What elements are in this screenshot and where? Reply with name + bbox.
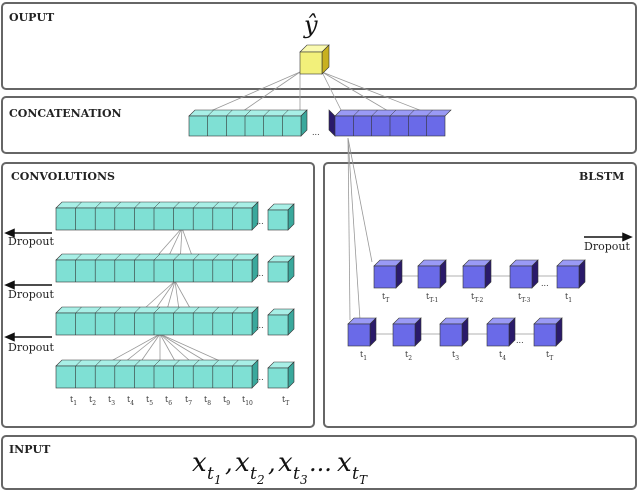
input-separator-2: , xyxy=(268,449,276,477)
input-label: INPUT xyxy=(9,443,51,456)
blstm-ellipsis-backward: ... xyxy=(541,279,549,288)
svg-text:x: x xyxy=(337,448,352,478)
blstm-label: BLSTM xyxy=(579,170,624,183)
svg-text:T: T xyxy=(359,473,368,487)
svg-text:t: t xyxy=(250,464,257,484)
conv-last-cube-3 xyxy=(267,308,295,336)
blstm-forward-label-3: t3 xyxy=(452,350,459,362)
blstm-backward-cell-3 xyxy=(462,259,492,289)
concatenation-panel xyxy=(1,96,637,154)
svg-text:x: x xyxy=(235,448,250,478)
concat-cnn-bar xyxy=(188,109,308,137)
blstm-backward-cell-5 xyxy=(556,259,586,289)
convolutions-panel xyxy=(1,162,315,428)
output-cube xyxy=(299,44,330,75)
conv-time-label-6: t6 xyxy=(165,395,172,407)
dropout-arrowhead-blstm xyxy=(622,232,633,242)
input-panel xyxy=(1,435,637,490)
blstm-backward-cell-1 xyxy=(373,259,403,289)
blstm-forward-label-5: tT xyxy=(546,350,553,362)
blstm-forward-cell-5 xyxy=(533,317,563,347)
conv-time-label-4: t4 xyxy=(127,395,134,407)
conv-ellipsis-3: ... xyxy=(256,321,264,330)
conv-bar-2 xyxy=(55,253,259,283)
conv-ellipsis-1: ... xyxy=(256,217,264,226)
conv-last-cube-1 xyxy=(267,203,295,231)
blstm-forward-label-4: t4 xyxy=(499,350,506,362)
blstm-backward-label-4: tT-3 xyxy=(518,292,530,304)
svg-text:x: x xyxy=(192,448,207,478)
concat-blstm-bar xyxy=(328,109,452,137)
dropout-label-1: Dropout xyxy=(8,235,54,248)
dropout-arrowhead-1 xyxy=(4,228,15,238)
dropout-label-blstm: Dropout xyxy=(584,240,630,253)
blstm-forward-label-2: t2 xyxy=(405,350,412,362)
svg-text:1: 1 xyxy=(214,473,222,487)
dropout-label-2: Dropout xyxy=(8,288,54,301)
blstm-backward-cell-4 xyxy=(509,259,539,289)
blstm-forward-cell-2 xyxy=(392,317,422,347)
conv-last-cube-2 xyxy=(267,255,295,283)
blstm-forward-cell-1 xyxy=(347,317,377,347)
svg-text:t: t xyxy=(352,464,359,484)
blstm-backward-cell-2 xyxy=(417,259,447,289)
conv-time-label-9: t9 xyxy=(223,395,230,407)
dropout-arrows xyxy=(4,228,633,342)
conv-time-label-8: t8 xyxy=(204,395,211,407)
blstm-ellipsis-forward: ... xyxy=(516,336,524,345)
conv-time-label-3: t3 xyxy=(108,395,115,407)
dropout-label-3: Dropout xyxy=(8,341,54,354)
dropout-arrowhead-3 xyxy=(4,332,15,342)
conv-time-label-last: tT xyxy=(282,395,289,407)
concat-ellipsis: ... xyxy=(312,128,320,137)
svg-text:2: 2 xyxy=(256,473,265,487)
blstm-backward-label-5: t1 xyxy=(565,292,572,304)
dropout-arrowhead-2 xyxy=(4,280,15,290)
blstm-backward-label-2: tT-1 xyxy=(426,292,438,304)
conv-bar-1 xyxy=(55,201,259,231)
svg-text:t: t xyxy=(293,464,300,484)
output-label: OUPUT xyxy=(9,11,55,24)
conv-bar-3 xyxy=(55,306,259,336)
blstm-panel xyxy=(323,162,637,428)
blstm-backward-label-3: tT-2 xyxy=(471,292,483,304)
blocks-layer xyxy=(55,44,586,389)
svg-text:t: t xyxy=(207,464,214,484)
blstm-backward-label-1: tT xyxy=(382,292,389,304)
svg-text:3: 3 xyxy=(300,473,308,487)
concatenation-label: CONCATENATION xyxy=(9,107,122,120)
conv-bar-4 xyxy=(55,359,259,389)
blstm-forward-cell-4 xyxy=(486,317,516,347)
conv-time-label-7: t7 xyxy=(185,395,192,407)
conv-time-label-2: t2 xyxy=(89,395,96,407)
input-ellipsis: ... xyxy=(309,449,332,477)
time-labels: t1 t2 t3 t4 t5 t6 t7 t8 t9 t10 tT tT tT-1 tT-2 tT-3 t1 t… xyxy=(70,292,572,407)
convolutions-label: CONVOLUTIONS xyxy=(11,170,115,183)
blstm-forward-cell-3 xyxy=(439,317,469,347)
conv-ellipsis-4: ... xyxy=(256,373,264,382)
output-symbol: ŷ xyxy=(303,11,318,39)
conv-time-label-10: t10 xyxy=(242,395,253,407)
blstm-forward-label-1: t1 xyxy=(360,350,367,362)
conv-time-label-1: t1 xyxy=(70,395,77,407)
conv-ellipsis-2: ... xyxy=(256,269,264,278)
output-panel xyxy=(1,2,637,90)
conv-last-cube-4 xyxy=(267,361,295,389)
input-separator-1: , xyxy=(225,449,233,477)
conv-time-label-5: t5 xyxy=(146,395,153,407)
svg-text:x: x xyxy=(278,448,293,478)
